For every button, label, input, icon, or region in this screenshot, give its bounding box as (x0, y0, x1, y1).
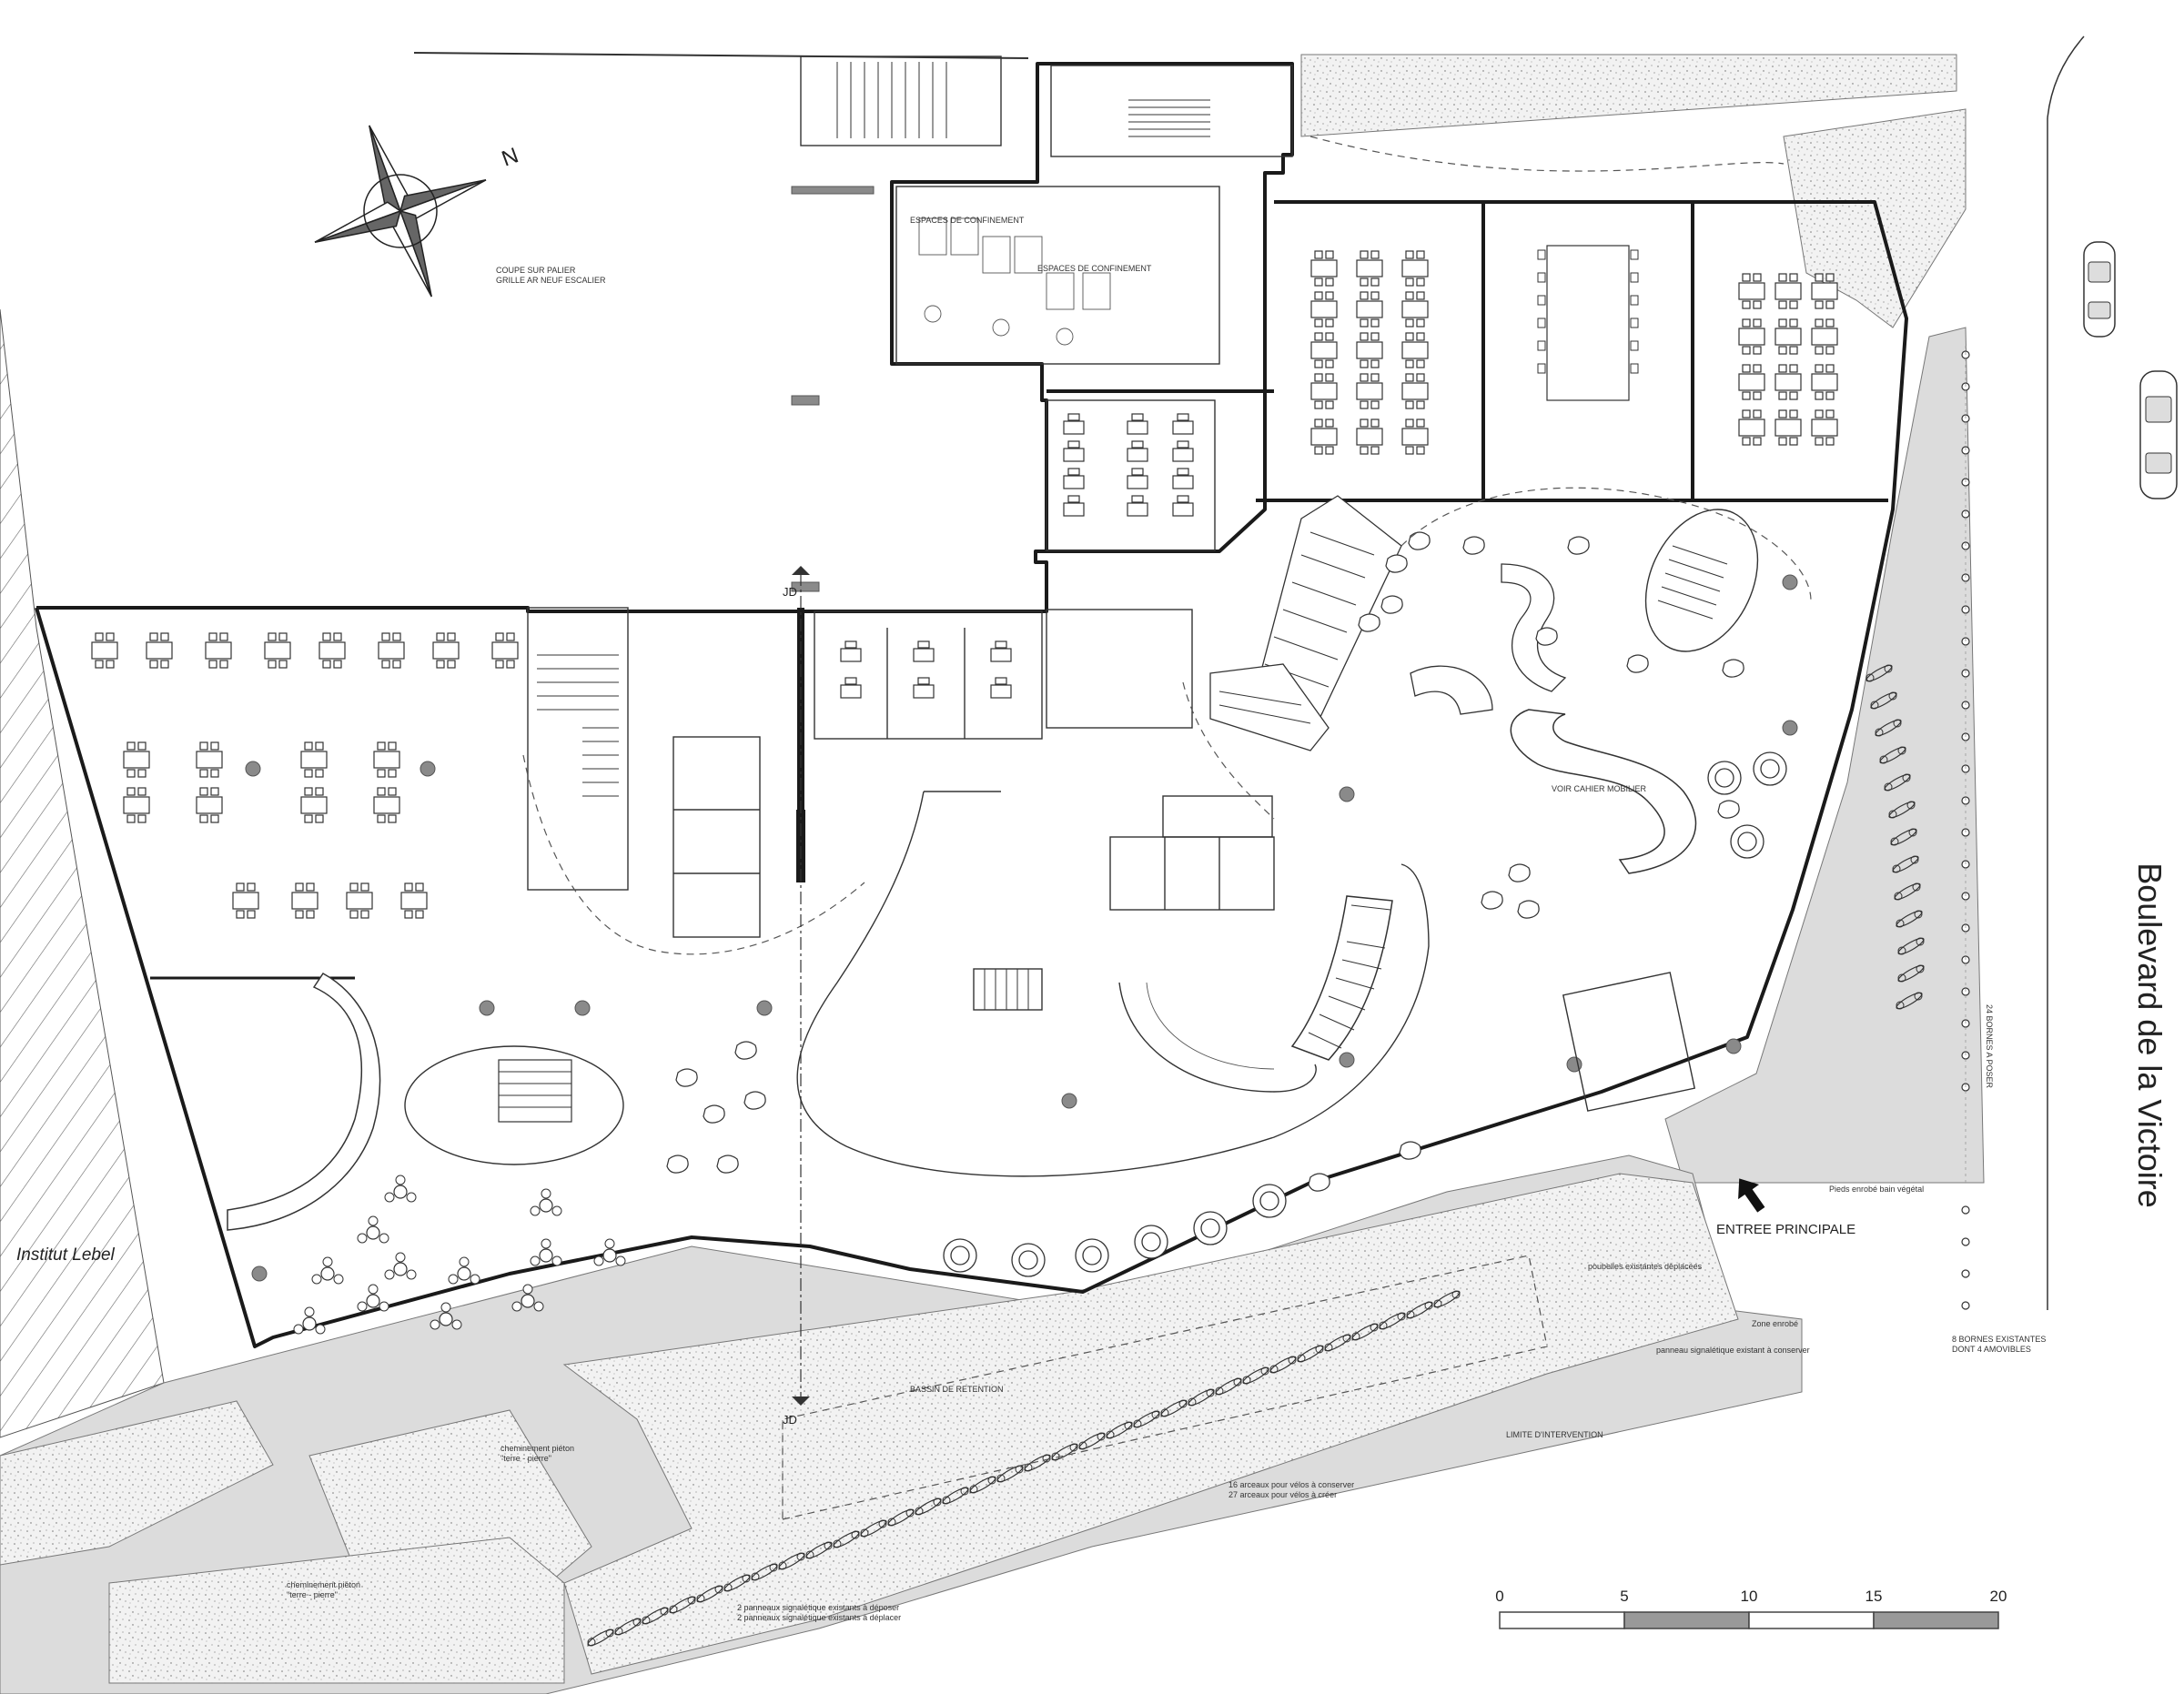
classroom-1-desks (1310, 250, 1429, 455)
scale-tick-label: 10 (1741, 1588, 1758, 1605)
toilet-stalls (918, 217, 1111, 346)
scale-tick-label: 20 (1990, 1588, 2007, 1605)
entrance-label: ENTREE PRINCIPALE (1716, 1222, 1855, 1237)
north-arrow-icon (314, 125, 487, 297)
oval-stair-ne-icon (1657, 545, 1728, 620)
north-label: N (499, 143, 522, 171)
note-bins: poubelles existantes déplacées (1588, 1262, 1703, 1271)
office-block (1046, 399, 1216, 551)
gravel-forecourt-large (562, 1173, 1739, 1675)
car-icon (2083, 241, 2116, 338)
note-containment-1: ESPACES DE CONFINEMENT (910, 216, 1025, 225)
grand-stair-icon (1290, 895, 1393, 1061)
neighbor-building-hatch (0, 308, 165, 1438)
note-see-furniture: VOIR CAHIER MOBILIER (1552, 784, 1647, 793)
lounge-poufs (666, 531, 1744, 1192)
scale-tick-label: 5 (1620, 1588, 1628, 1605)
intervention-limit-line (782, 1255, 1548, 1520)
lower-diagonal-stair-icon (1209, 663, 1330, 751)
neighbor-label: Institut Lebel (16, 1245, 116, 1265)
circulation-dashed-2 (1400, 487, 1812, 601)
section-mark-bottom: JD (783, 1413, 797, 1427)
car-icon (2139, 370, 2178, 499)
study-tables-row-2 (123, 741, 400, 823)
stairs-service-icon (1128, 99, 1210, 137)
gravel-forecourt-west (0, 1400, 274, 1566)
small-office-desks (840, 640, 1012, 699)
circulation-dashed-1 (522, 754, 865, 955)
note-containment-2: ESPACES DE CONFINEMENT (1037, 264, 1152, 273)
note-intervention-limit: LIMITE D'INTERVENTION (1506, 1430, 1603, 1439)
note-retention: BASSIN DE RETENTION (910, 1385, 1004, 1394)
central-hall-curve (796, 791, 1430, 1177)
note-green-zone: Zone enrobé (1752, 1319, 1798, 1328)
sidewalk-east (1664, 327, 1985, 1184)
note-bollards-to-install: 24 BORNES A POSER (1985, 1004, 1994, 1089)
stair-block-north (800, 55, 1002, 146)
section-mark-top: JD (783, 585, 797, 599)
classroom-3-desks (1738, 273, 1838, 446)
oval-stair-west (404, 1045, 624, 1165)
oval-stair-ne (1644, 509, 1759, 652)
street-label: Boulevard de la Victoire (2131, 862, 2169, 1208)
study-tables-row-1 (91, 632, 519, 669)
gravel-area-north (1300, 54, 1957, 137)
boulevard-curve (2047, 35, 2085, 119)
stairs-west-icon (537, 654, 619, 797)
classroom-2-chairs (1537, 249, 1639, 374)
office-desks (1063, 413, 1194, 517)
meeting-table (1546, 245, 1630, 401)
gravel-forecourt-south (108, 1537, 565, 1684)
hall-stair (973, 968, 1043, 1011)
elevator-core (1109, 836, 1275, 911)
entrance-vestibule (1562, 972, 1696, 1112)
scale-tick-label: 0 (1495, 1588, 1503, 1605)
note-path: cheminement piéton"terre - pierre" (500, 1444, 574, 1463)
circulation-dashed-3 (1182, 681, 1275, 820)
oval-stair-west-icon (498, 1059, 572, 1123)
stair-core-west (527, 607, 629, 891)
small-offices (814, 610, 1043, 740)
containment-block (895, 186, 1220, 365)
seating-snake (1501, 563, 1567, 692)
scale-tick-label: 15 (1866, 1588, 1883, 1605)
note-path-2: cheminement piéton"terre - pierre" (287, 1580, 360, 1599)
curved-counter-west (227, 973, 381, 1231)
building-outline (36, 62, 1294, 613)
note-signage-keep: panneau signalétique existant à conserve… (1656, 1346, 1810, 1355)
entrance-arrow-icon (1738, 1178, 1765, 1213)
note-signage-panels: 2 panneaux signalétique existants à dépo… (737, 1603, 901, 1622)
study-tables-row-3 (232, 882, 428, 919)
reception-office (1046, 609, 1193, 729)
gravel-area-north-east (1783, 108, 1967, 328)
round-planters (943, 751, 1787, 1277)
stairs-north-icon (836, 62, 947, 138)
reception-counter (1510, 709, 1697, 874)
scale-bar (1499, 1611, 1999, 1629)
note-planters: Pieds enrobé bain végétal (1829, 1185, 1924, 1194)
circulation-dashed-4 (1309, 136, 1785, 172)
cubicles-block (672, 736, 761, 938)
